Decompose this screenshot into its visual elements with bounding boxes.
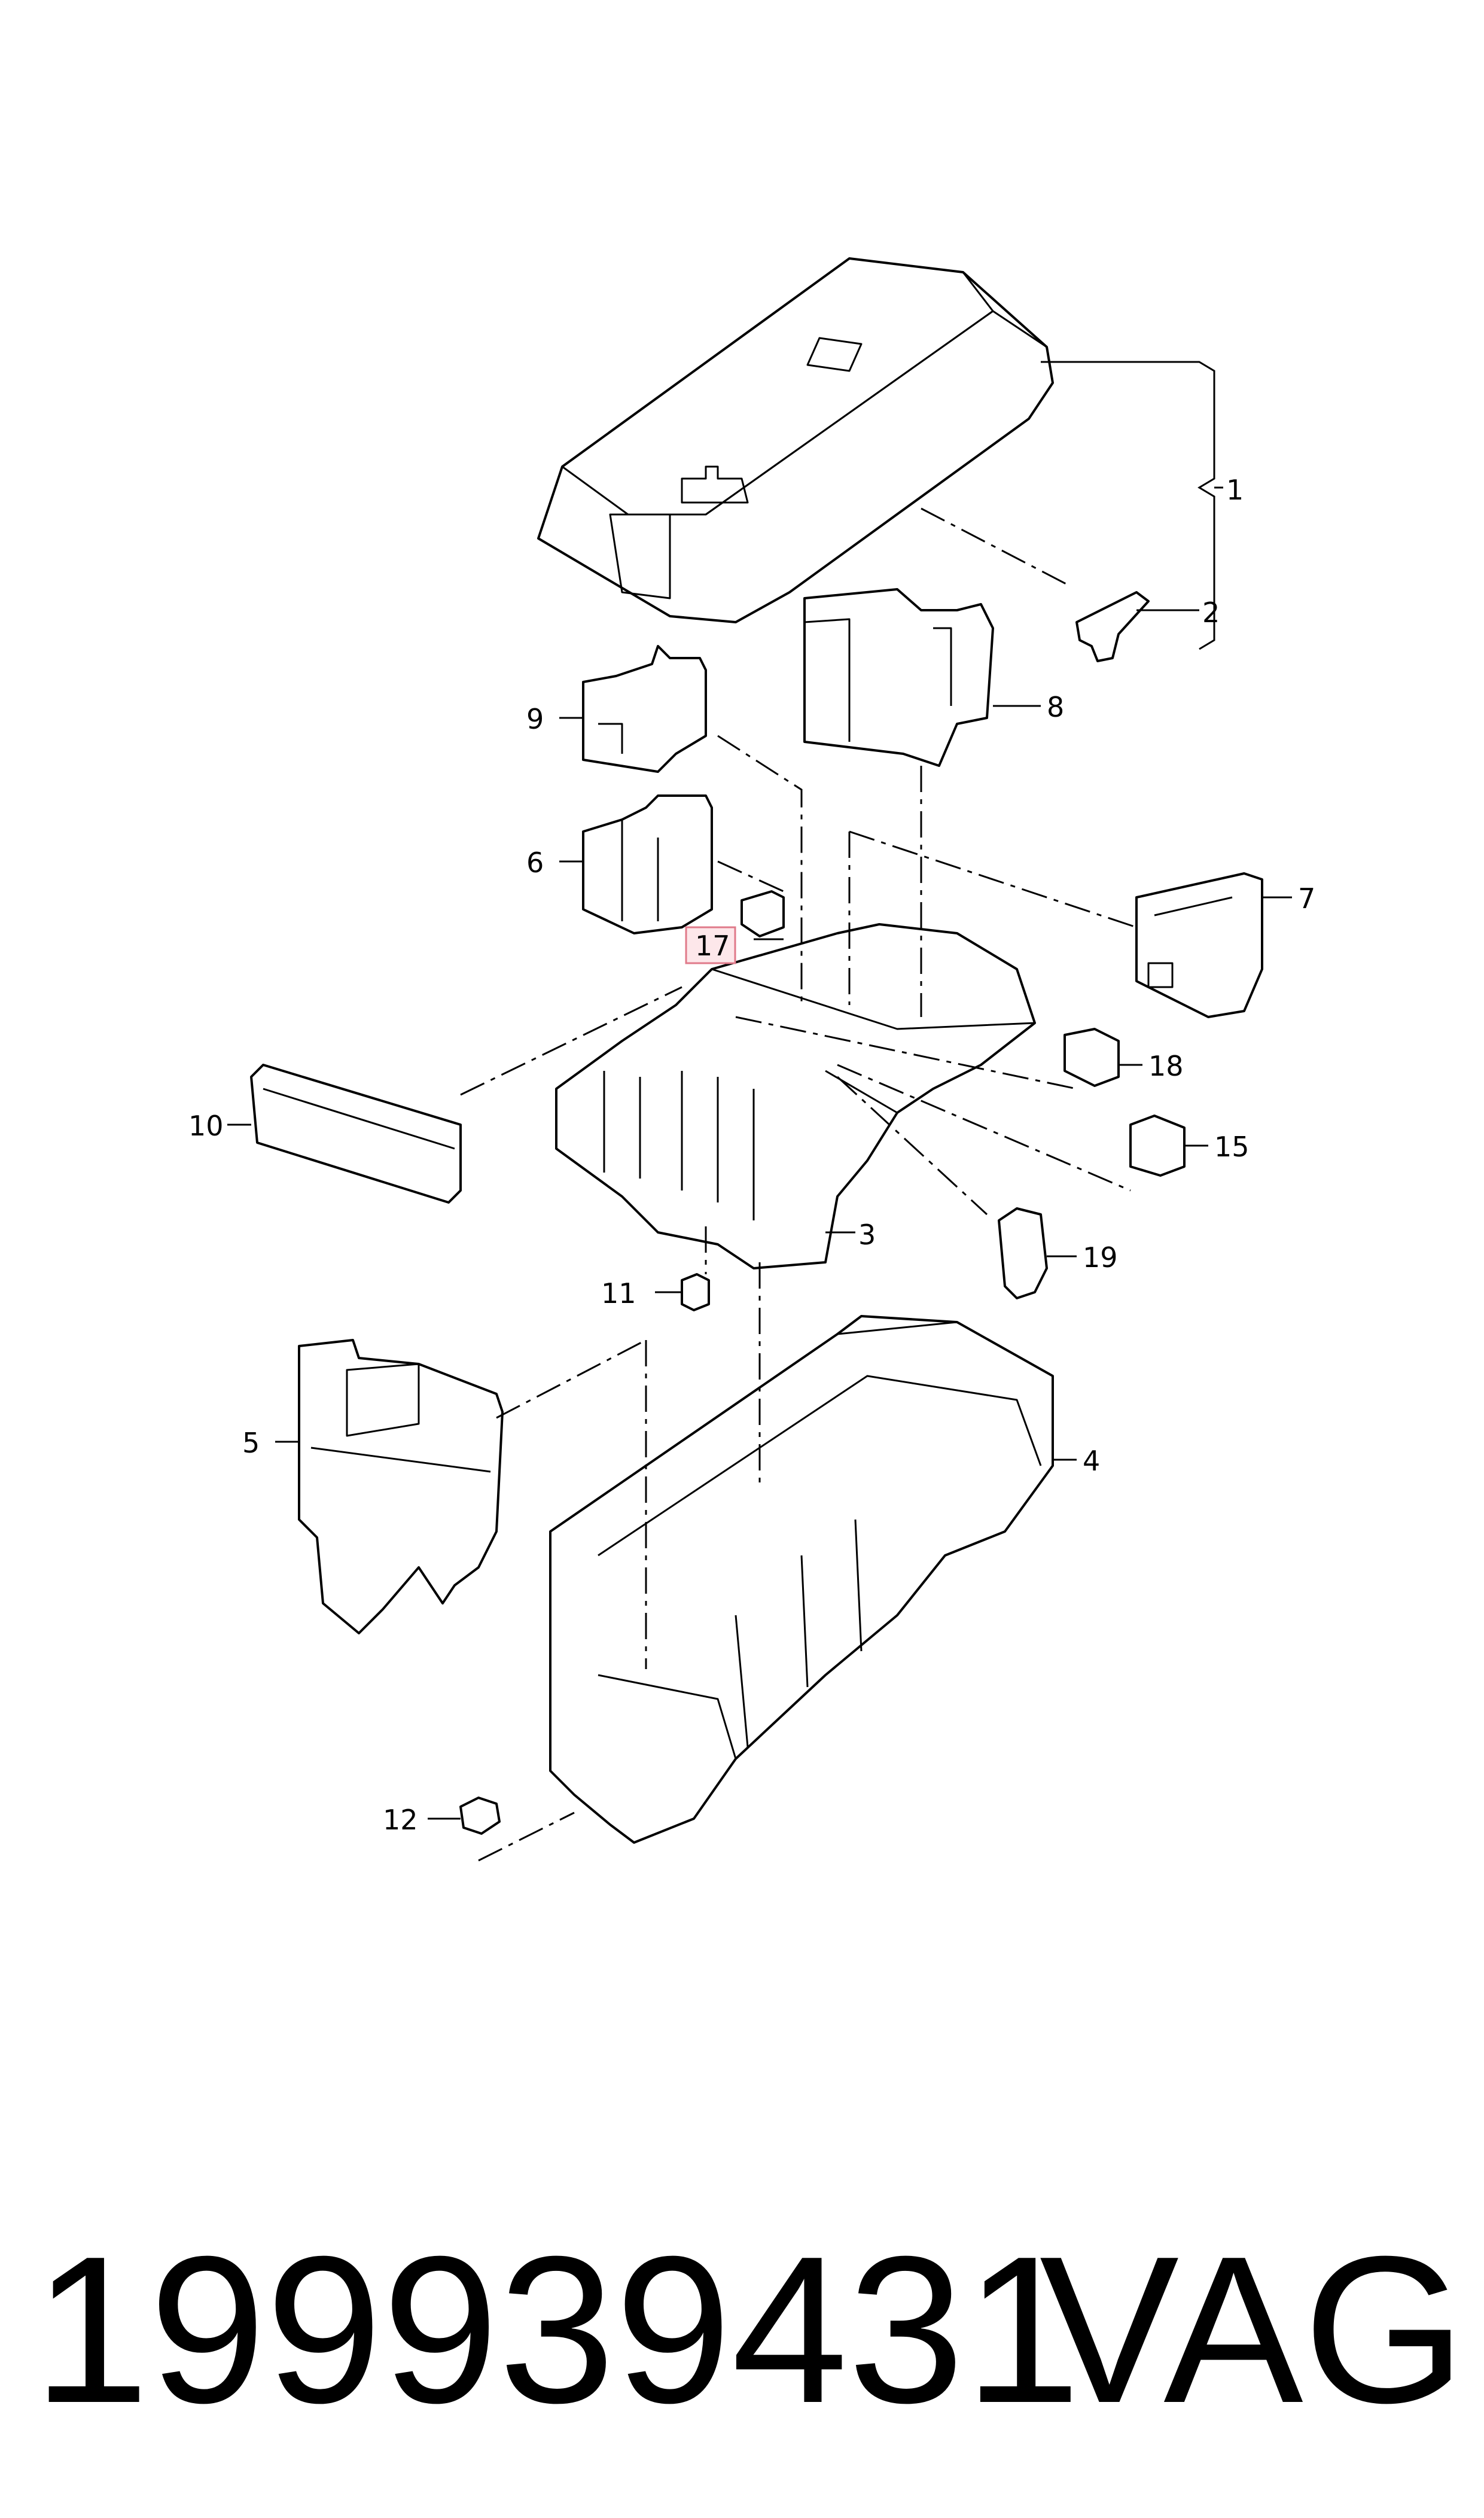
part-19-maxi-fuse xyxy=(998,1207,1048,1299)
part-3-fuse-box-body xyxy=(555,923,1036,1269)
part-11-nut xyxy=(681,1273,710,1311)
part-4-housing xyxy=(549,1315,1054,1844)
part-5-bracket xyxy=(298,1339,504,1634)
part-9-relay-holder xyxy=(582,645,707,773)
part-8-relay-holder xyxy=(803,588,994,767)
assembly-lines xyxy=(460,507,1137,1862)
part-number: 199939431 xyxy=(33,2213,1081,2447)
part-18-fuse xyxy=(1064,1028,1120,1087)
callout-19: 19 xyxy=(1083,1241,1118,1274)
part-10-fuse-strip xyxy=(250,1064,462,1204)
callout-8: 8 xyxy=(1047,691,1064,723)
callout-4: 4 xyxy=(1083,1445,1100,1477)
part-1-cover xyxy=(537,257,1054,623)
brand-label: VAG xyxy=(1039,2213,1466,2447)
callout-5: 5 xyxy=(242,1427,260,1459)
callout-6: 6 xyxy=(526,847,544,879)
part-15-relay xyxy=(1129,1115,1186,1177)
part-7-relay-block xyxy=(1135,872,1263,1018)
callout-15: 15 xyxy=(1214,1131,1250,1163)
callout-17: 17 xyxy=(695,930,730,962)
part-17-fuse xyxy=(741,890,785,937)
callout-11: 11 xyxy=(601,1277,636,1310)
callout-7: 7 xyxy=(1298,882,1315,915)
callout-9: 9 xyxy=(526,703,544,735)
callout-3: 3 xyxy=(858,1219,876,1251)
part-2-clip xyxy=(1075,591,1150,662)
callout-1: 1 xyxy=(1226,474,1244,506)
callouts: 1 2 3 4 5 6 7 8 9 10 11 12 15 17 18 19 xyxy=(188,474,1315,1836)
part-6-relay-holder xyxy=(582,794,713,934)
callout-12: 12 xyxy=(383,1804,418,1836)
callout-10: 10 xyxy=(188,1110,224,1142)
part-12-nut xyxy=(459,1797,501,1835)
leader-lines xyxy=(227,361,1292,1820)
callout-2: 2 xyxy=(1202,596,1220,629)
callout-17-highlight xyxy=(685,926,736,964)
callout-18: 18 xyxy=(1148,1050,1184,1082)
